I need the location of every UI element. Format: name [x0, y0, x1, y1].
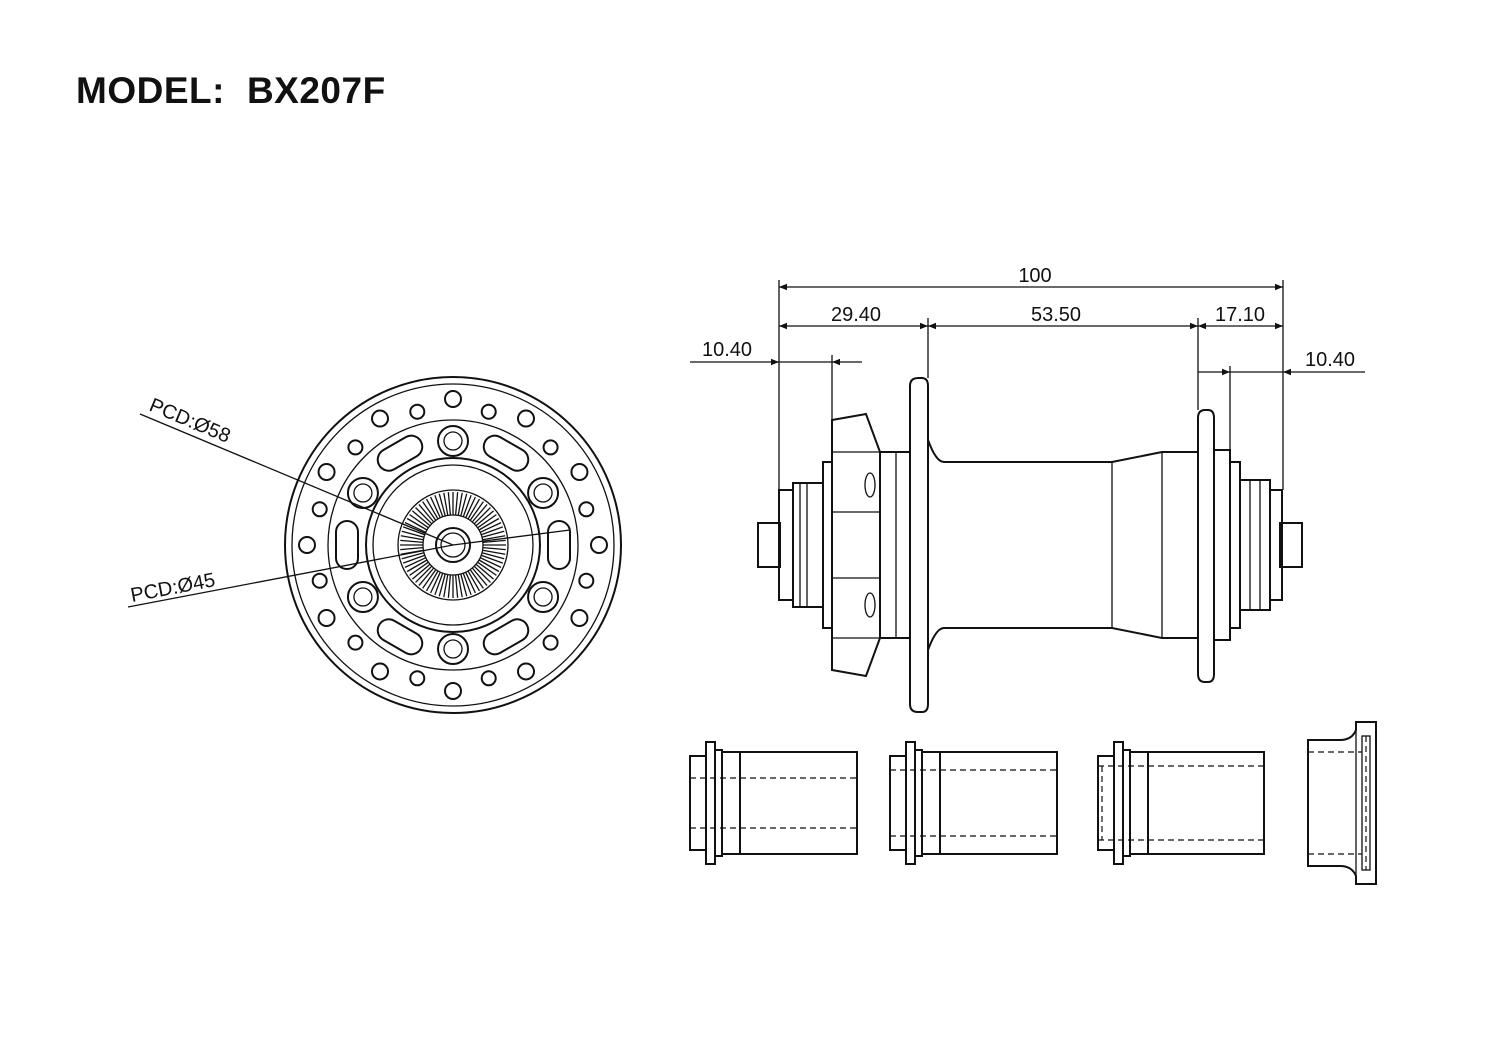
- spoke-hole: [480, 403, 497, 420]
- disc-slot: [335, 520, 359, 570]
- disc-boss: [437, 633, 469, 665]
- spoke-hole: [347, 634, 364, 651]
- flange-outer-edge: [284, 376, 622, 714]
- disc-slot: [547, 520, 571, 570]
- disc-slot: [482, 434, 530, 472]
- spoke-hole: [311, 572, 328, 589]
- disc-slot: [376, 618, 424, 656]
- dim-left-endcap: 10.40: [702, 339, 752, 361]
- endcap-ring: [397, 489, 509, 601]
- dim-right-endcap: 10.40: [1305, 349, 1355, 371]
- disc-slot: [376, 434, 424, 472]
- disc-bolt-bosses: [346, 425, 560, 665]
- spoke-hole: [444, 390, 462, 408]
- spoke-hole: [409, 670, 426, 687]
- dim-right-flange: 17.10: [1215, 304, 1265, 326]
- adapter-1: [689, 741, 858, 865]
- disc-bolt-hole: [533, 483, 553, 503]
- disc-boss: [346, 581, 379, 613]
- left-flange: [909, 377, 929, 713]
- dim-overall: 100: [1018, 265, 1051, 287]
- disc-bolt-hole: [353, 483, 373, 503]
- axle-bore: [435, 527, 471, 563]
- pcd45-leader: [127, 544, 454, 608]
- spoke-hole: [371, 662, 389, 681]
- left-endcap-body: [792, 482, 824, 608]
- spoke-hole: [444, 682, 462, 700]
- pcd45-label: PCD:Ø45: [129, 569, 217, 607]
- disc-bolt-hole: [353, 587, 373, 607]
- axle-left-end: [757, 522, 781, 568]
- spoke-hole: [590, 536, 608, 554]
- disc-bolt-hole: [533, 587, 553, 607]
- disc-boss: [527, 477, 560, 509]
- axle-adapters: [689, 721, 1377, 885]
- pcd-center-line: [452, 529, 571, 546]
- disc-slot: [482, 618, 530, 656]
- hub-side-view: [757, 377, 1303, 713]
- axle-bore-inner: [440, 532, 466, 558]
- adapter-2: [889, 741, 1058, 865]
- spoke-hole: [298, 536, 316, 554]
- spoke-hole: [570, 609, 589, 627]
- spoke-hole: [570, 463, 589, 481]
- endcap-knurl: [400, 492, 506, 598]
- spoke-hole: [480, 670, 497, 687]
- model-number: BX207F: [246, 70, 386, 111]
- adapter-4-endcap: [1307, 721, 1377, 885]
- model-label: MODEL:: [76, 70, 225, 111]
- hub-shell: [927, 439, 1199, 651]
- axle-bore-outer: [422, 514, 484, 576]
- spoke-hole: [409, 403, 426, 420]
- dim-flange-spacing: 53.50: [1031, 304, 1081, 326]
- hub-body-inner: [372, 464, 534, 626]
- spoke-hole: [347, 439, 364, 456]
- spoke-hole: [542, 439, 559, 456]
- spoke-hole: [517, 409, 535, 428]
- axle-right-end: [1279, 522, 1303, 568]
- pcd58-label: PCD:Ø58: [146, 394, 233, 447]
- disc-bolt-hole: [443, 639, 463, 659]
- hub-front-view: PCD:Ø58 PCD:Ø45: [127, 376, 622, 714]
- spoke-hole: [542, 634, 559, 651]
- pcd58-leader: [139, 413, 454, 546]
- hub-body-outer: [365, 457, 541, 633]
- disc-boss: [437, 425, 469, 457]
- adapter-3: [1097, 741, 1265, 865]
- spoke-hole: [317, 609, 336, 627]
- disc-mount-ring: [327, 419, 579, 671]
- disc-bolt-hole: [443, 431, 463, 451]
- spoke-hole: [578, 501, 595, 518]
- spoke-hole: [578, 572, 595, 589]
- flange-inner-edge: [291, 383, 615, 707]
- spoke-hole: [517, 662, 535, 681]
- spoke-hole: [311, 501, 328, 518]
- left-endcap: [778, 489, 794, 601]
- disc-mount-slots: [335, 434, 571, 656]
- disc-mount: [831, 412, 881, 678]
- page-title: MODEL: BX207F: [76, 70, 386, 112]
- right-flange: [1197, 409, 1215, 683]
- disc-boss: [527, 581, 560, 613]
- spoke-hole: [371, 409, 389, 428]
- dim-left-flange: 29.40: [831, 304, 881, 326]
- spoke-holes: [298, 390, 608, 700]
- right-endcap: [1269, 489, 1283, 601]
- dimensions: 100 29.40 53.50 17.10 10.40 10.40: [690, 265, 1365, 490]
- right-endcap-body: [1239, 479, 1271, 611]
- spoke-hole: [317, 463, 336, 481]
